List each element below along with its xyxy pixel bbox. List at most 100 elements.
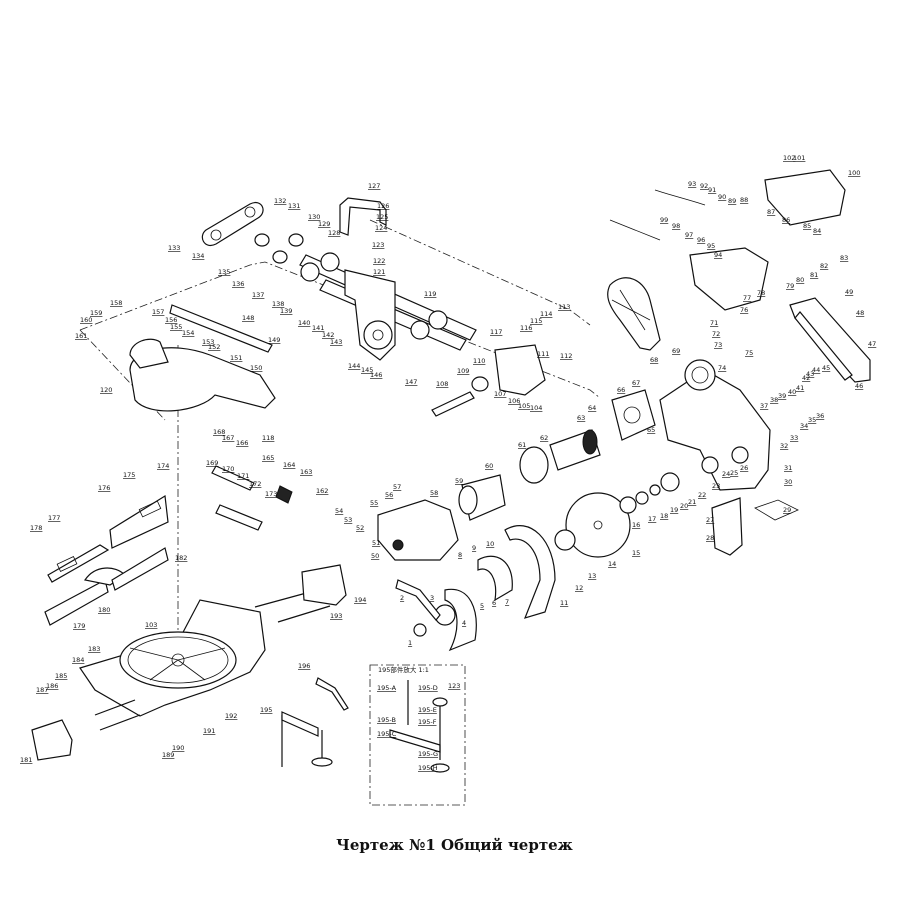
callout-label: 155 xyxy=(170,323,182,331)
callout-label: 31 xyxy=(784,464,792,472)
callout-label: 180 xyxy=(98,606,110,614)
callout-label: 169 xyxy=(206,459,218,467)
callout-label: 131 xyxy=(288,202,300,210)
callout-label: 177 xyxy=(48,514,60,522)
callout-label: 67 xyxy=(632,379,640,387)
base-plate xyxy=(79,599,266,717)
callout-label: 83 xyxy=(840,254,848,262)
callout-label: 137 xyxy=(252,291,264,299)
callout-label: 35 xyxy=(808,416,816,424)
callout-label: 88 xyxy=(740,196,748,204)
callout-label: 99 xyxy=(660,216,668,224)
callout-label: 179 xyxy=(73,622,85,630)
callout-label: 54 xyxy=(335,507,343,515)
callout-label: 85 xyxy=(803,222,811,230)
callout-label: 176 xyxy=(98,484,110,492)
callout-label: 145 xyxy=(361,366,373,374)
callout-label: 18 xyxy=(660,512,668,520)
callout-label: 168 xyxy=(213,428,225,436)
callout-label: 74 xyxy=(718,364,726,372)
callout-label: 110 xyxy=(473,357,485,365)
callout-label: 14 xyxy=(608,560,616,568)
callout-label: 39 xyxy=(778,392,786,400)
callout-label: 124 xyxy=(375,224,387,232)
armature-62 xyxy=(549,429,601,471)
callout-label: 25 xyxy=(730,469,738,477)
callout-label: 158 xyxy=(110,299,122,307)
fence-178 xyxy=(47,544,110,583)
upper-guard-11 xyxy=(504,525,556,619)
callout-label: 48 xyxy=(856,309,864,317)
callout-label: 47 xyxy=(868,340,876,348)
inset-callout-label: 195-H xyxy=(418,764,438,772)
callout-label: 60 xyxy=(485,462,493,470)
inset-callout-label: 195-E xyxy=(418,706,437,714)
callout-label: 194 xyxy=(354,596,366,604)
rail-149 xyxy=(169,304,273,353)
callout-label: 59 xyxy=(455,477,463,485)
callout-label: 141 xyxy=(312,324,324,332)
callout-label: 64 xyxy=(588,404,596,412)
callout-label: 146 xyxy=(370,371,382,379)
washers-130-131 xyxy=(254,233,304,264)
handle-cover-100 xyxy=(764,169,846,226)
callout-label: 190 xyxy=(172,744,184,752)
callout-label: 41 xyxy=(796,384,804,392)
callout-label: 162 xyxy=(316,487,328,495)
inset-callout-label: 195-A xyxy=(377,684,397,692)
callout-label: 101 xyxy=(793,154,805,162)
callout-label: 19 xyxy=(670,506,678,514)
callout-label: 11 xyxy=(560,599,568,607)
callout-label: 196 xyxy=(298,662,310,670)
callout-label: 166 xyxy=(236,439,248,447)
inset-callout-label: 123 xyxy=(448,682,460,690)
callout-label: 138 xyxy=(272,300,284,308)
callout-label: 61 xyxy=(518,441,526,449)
exploded-parts-drawing: 195部件放大 1:1 195-A195-B195-C195-D195-E195… xyxy=(20,154,876,806)
callout-label: 71 xyxy=(710,319,718,327)
callout-label: 152 xyxy=(208,343,220,351)
callout-label: 30 xyxy=(784,478,792,486)
callout-label: 136 xyxy=(232,280,244,288)
callout-label: 45 xyxy=(822,364,830,372)
arm-bracket-110 xyxy=(344,269,396,361)
callout-label: 195 xyxy=(260,706,272,714)
callout-label: 183 xyxy=(88,645,100,653)
callout-label: 121 xyxy=(373,268,385,276)
callout-label: 104 xyxy=(530,404,542,412)
callout-label: 20 xyxy=(680,502,688,510)
handle-127 xyxy=(339,197,387,236)
callout-label: 5 xyxy=(480,602,484,610)
callout-label: 109 xyxy=(457,367,469,375)
bracket-181-182 xyxy=(111,547,169,591)
callout-label: 73 xyxy=(714,341,722,349)
callout-label: 28 xyxy=(706,534,714,542)
callout-label: 57 xyxy=(393,483,401,491)
callout-label: 140 xyxy=(298,319,310,327)
callout-label: 33 xyxy=(790,434,798,442)
callout-label: 9 xyxy=(472,544,476,552)
callout-label: 130 xyxy=(308,213,320,221)
callout-label: 49 xyxy=(845,288,853,296)
callout-label: 115 xyxy=(530,317,542,325)
callout-label: 38 xyxy=(770,396,778,404)
callout-label: 100 xyxy=(848,169,860,177)
callout-label: 22 xyxy=(698,491,706,499)
callout-label: 1 xyxy=(408,639,412,647)
callout-label: 66 xyxy=(617,386,625,394)
callout-label: 170 xyxy=(222,465,234,473)
bracket-107 xyxy=(494,344,546,396)
callout-label: 92 xyxy=(700,182,708,190)
callout-label: 93 xyxy=(688,180,696,188)
saw-head-arm xyxy=(659,359,771,491)
crank-196 xyxy=(315,677,349,711)
callout-label: 63 xyxy=(577,414,585,422)
lever-2 xyxy=(395,579,441,621)
callout-label: 46 xyxy=(855,382,863,390)
guard-28 xyxy=(711,497,743,556)
slide-173 xyxy=(215,504,263,531)
callout-label: 154 xyxy=(182,329,194,337)
callout-label: 106 xyxy=(508,397,520,405)
callout-label: 40 xyxy=(788,388,796,396)
callout-label: 76 xyxy=(740,306,748,314)
